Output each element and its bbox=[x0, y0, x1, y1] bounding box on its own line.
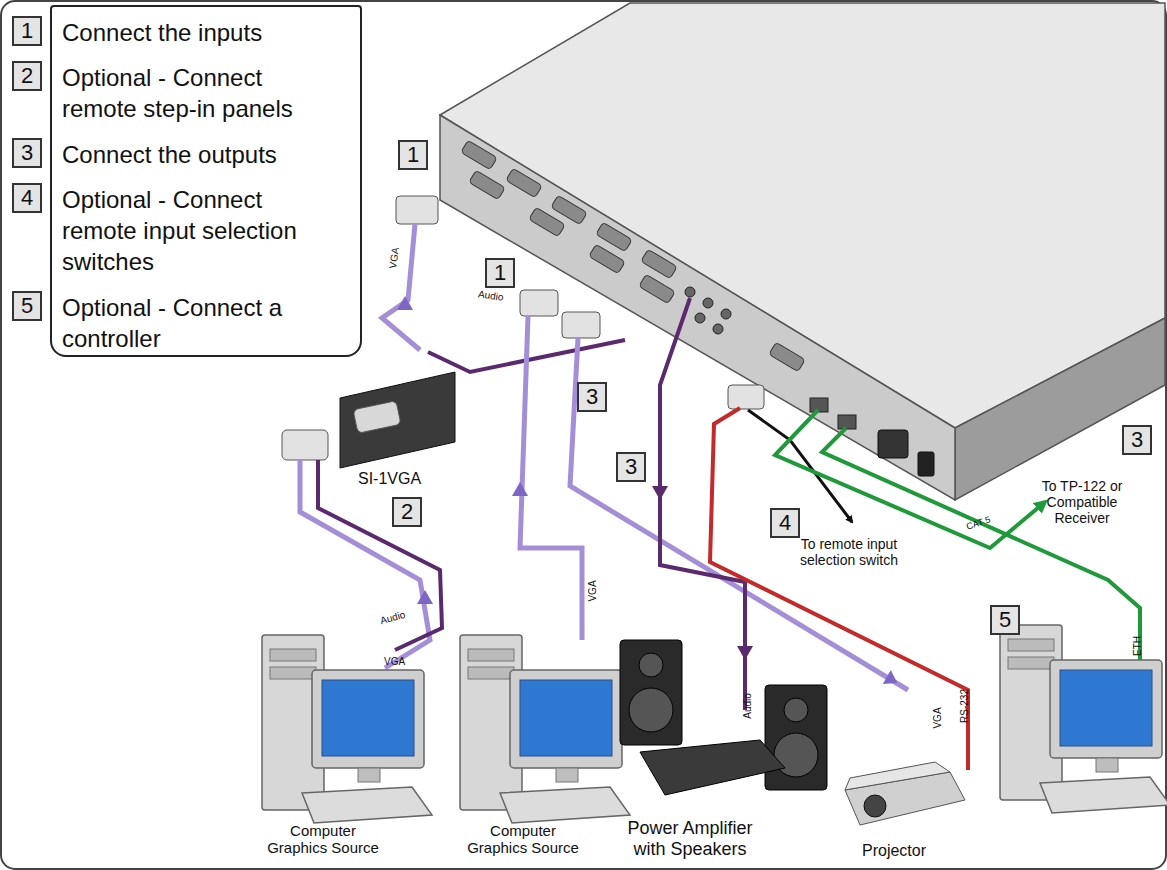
connector bbox=[641, 249, 677, 279]
callout-number: 4 bbox=[770, 508, 800, 538]
connector bbox=[469, 170, 505, 200]
vga-plug bbox=[396, 196, 438, 224]
flow-arrow bbox=[652, 486, 668, 500]
step-text: Optional - Connect remote input selectio… bbox=[62, 184, 332, 277]
device-rear-panel bbox=[440, 115, 955, 500]
audio-jack bbox=[685, 287, 695, 297]
steps-box: Connect the inputsOptional - Connect rem… bbox=[50, 5, 362, 357]
computer-icon bbox=[262, 635, 432, 823]
connector bbox=[769, 342, 805, 372]
speaker-woofer bbox=[629, 688, 673, 732]
speaker bbox=[765, 685, 827, 790]
step-text: Optional - Connect a controller bbox=[62, 292, 332, 354]
device-side bbox=[955, 318, 1165, 500]
connector bbox=[639, 274, 675, 304]
rj45-port bbox=[838, 415, 856, 429]
callout-number: 2 bbox=[392, 497, 422, 527]
connector bbox=[589, 244, 625, 274]
step-text: Connect the inputs bbox=[62, 17, 332, 48]
vga-plug bbox=[562, 312, 600, 338]
speaker bbox=[620, 640, 682, 745]
computer-icon bbox=[1000, 625, 1167, 813]
note-text: To TP-122 or Compatible Receiver bbox=[1032, 478, 1132, 526]
connector bbox=[506, 168, 542, 198]
projector-lens bbox=[864, 795, 886, 817]
signal-label: Audio bbox=[742, 693, 754, 719]
signal-label: RS-232 bbox=[959, 689, 971, 723]
signal-label: VGA bbox=[384, 656, 405, 668]
callout-number: 2 bbox=[12, 61, 42, 91]
signal-label: VGA bbox=[387, 247, 402, 270]
callout-number: 3 bbox=[577, 382, 607, 412]
part-name: SI-1VGA bbox=[358, 470, 421, 488]
note-text: To remote input selection switch bbox=[793, 536, 905, 568]
step-text: Optional - Connect remote step-in panels bbox=[62, 62, 332, 124]
connector bbox=[529, 207, 565, 237]
flow-arrow bbox=[512, 482, 528, 496]
audio-cable bbox=[318, 460, 442, 650]
signal-label: Audio bbox=[477, 288, 504, 303]
audio-jack bbox=[703, 298, 713, 308]
audio-jack bbox=[713, 324, 723, 334]
audio-jack bbox=[721, 309, 731, 319]
callout-number: 4 bbox=[12, 183, 42, 213]
signal-label: VGA bbox=[932, 707, 944, 728]
vga-plug bbox=[282, 430, 328, 460]
speaker-woofer bbox=[774, 733, 818, 777]
rj45-port bbox=[810, 398, 828, 412]
vga-cable bbox=[382, 224, 420, 350]
cat5-cable bbox=[775, 410, 1045, 548]
device-caption: Computer Graphics Source bbox=[262, 822, 384, 856]
flow-arrow bbox=[883, 670, 901, 690]
device-top bbox=[440, 3, 1165, 428]
si-1vga-panel bbox=[340, 372, 455, 468]
connector bbox=[461, 140, 497, 170]
computer-icon bbox=[460, 635, 630, 823]
step-text: Connect the outputs bbox=[62, 139, 332, 170]
callout-number: 5 bbox=[12, 291, 42, 321]
flow-arrow bbox=[397, 296, 413, 310]
vga-plug bbox=[520, 290, 558, 316]
flow-arrow bbox=[417, 590, 433, 604]
device-caption: Computer Graphics Source bbox=[462, 822, 584, 856]
signal-label: ETH bbox=[1132, 636, 1144, 656]
audio-jack bbox=[695, 313, 705, 323]
callout-number: 3 bbox=[1122, 425, 1152, 455]
speaker-tweeter bbox=[784, 698, 808, 722]
callout-number: 3 bbox=[12, 138, 42, 168]
rs232-cable bbox=[710, 408, 968, 770]
speaker-tweeter bbox=[639, 653, 663, 677]
callout-number: 3 bbox=[616, 452, 646, 482]
device-caption: Projector bbox=[862, 842, 926, 860]
power-amplifier bbox=[640, 740, 785, 795]
power-switch bbox=[918, 452, 934, 476]
signal-label: Audio bbox=[379, 609, 407, 627]
signal-label: VGA bbox=[587, 580, 599, 601]
projector-top bbox=[845, 762, 950, 790]
callout-number: 1 bbox=[485, 258, 515, 288]
callout-number: 1 bbox=[398, 140, 428, 170]
callout-number: 1 bbox=[12, 16, 42, 46]
flow-arrow bbox=[737, 646, 753, 660]
device-caption: Power Amplifier with Speakers bbox=[615, 818, 765, 860]
callout-number: 5 bbox=[990, 605, 1020, 635]
rs232-plug bbox=[728, 385, 764, 409]
vga-connector bbox=[353, 401, 401, 434]
power-inlet bbox=[878, 430, 908, 458]
